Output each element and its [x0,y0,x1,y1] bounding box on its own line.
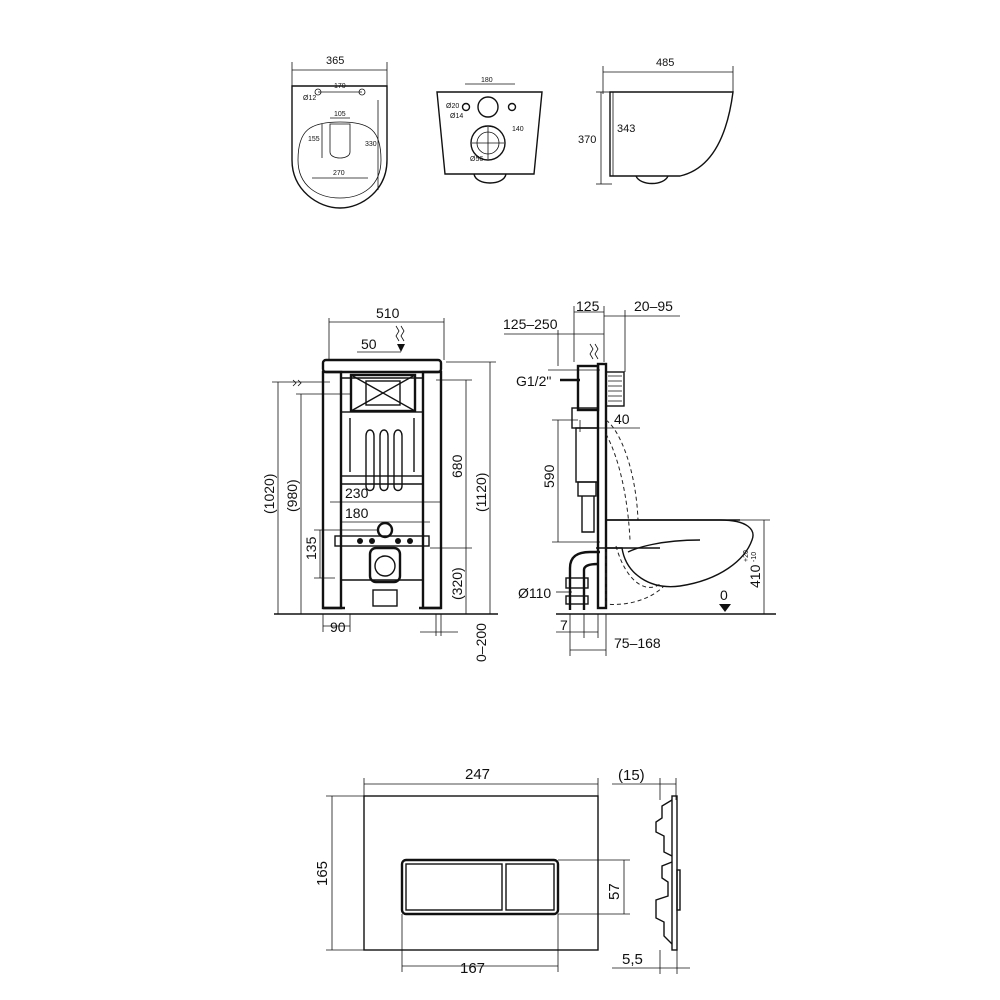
rear-bolt-label: 180 [481,77,493,84]
plate-thickness-label: (15) [618,767,645,784]
plate-height-label: 165 [314,861,331,886]
button-height-label: 57 [606,883,623,900]
tol-minus-label: -10 [751,552,758,562]
adjust-label: 0–200 [473,623,489,662]
frame-front-view: 510 50 230 180 [261,305,498,662]
button-width-label: 167 [460,960,485,977]
range-20-95-label: 20–95 [634,298,673,314]
bowl-depth-label: 330 [365,141,377,148]
height-590-label: 590 [541,464,557,488]
bowl-rear-view: 180 Ø20 Ø14 140 Ø56 [436,77,543,184]
flush-plate-front: 247 165 57 167 [314,766,630,977]
rear-center-label: 140 [512,126,524,133]
front-span-label: 270 [333,170,345,177]
top-offset-label: 50 [361,336,377,352]
side-height-label: 370 [578,134,596,146]
plate-depth-label: 5,5 [622,951,643,968]
bolt-180-label: 180 [345,505,369,521]
rear-outlet-label: Ø56 [470,156,483,163]
flush-plate-side: (15) 5,5 [612,767,690,974]
depth-125-label: 125 [576,298,600,314]
side-inner-label: 343 [617,123,635,135]
drain-label: Ø110 [518,585,551,601]
plate-width-label: 247 [465,766,490,783]
height-1020-label: (1020) [261,474,277,514]
frame-side-view: 125 125–250 20–95 G1/2" 40 590 [503,298,776,656]
rear-hole-b-label: Ø14 [450,113,463,120]
zero-label: 0 [720,587,728,603]
side-length-label: 485 [656,57,674,69]
bowl-width-label: 365 [326,55,344,67]
foot-90-label: 90 [330,619,346,635]
offset-40-label: 40 [614,411,630,427]
height-680-label: 680 [449,454,465,478]
height-1120-label: (1120) [473,473,489,512]
range-125-250-label: 125–250 [503,316,558,332]
inlet-label: G1/2" [516,373,551,389]
height-320-label: (320) [449,567,465,600]
height-135-label: 135 [303,536,319,560]
gap-7-label: 7 [560,617,568,633]
seat-height-label: 410 [747,564,763,588]
rear-hole-a-label: Ø20 [446,103,459,110]
outlet-height-label: 155 [308,136,320,143]
hole-spacing-label: 170 [334,83,346,90]
bowl-top-view: 365 170 Ø12 105 155 270 330 [291,55,388,209]
height-980-label: (980) [284,479,300,512]
outlet-width-label: 105 [334,111,346,118]
frame-width-label: 510 [376,305,400,321]
range-75-168-label: 75–168 [614,635,661,651]
hole-dia-label: Ø12 [303,95,316,102]
bolt-230-label: 230 [345,485,369,501]
bowl-side-view: 485 370 343 [578,57,734,185]
tol-plus-label: +20 [743,550,750,562]
